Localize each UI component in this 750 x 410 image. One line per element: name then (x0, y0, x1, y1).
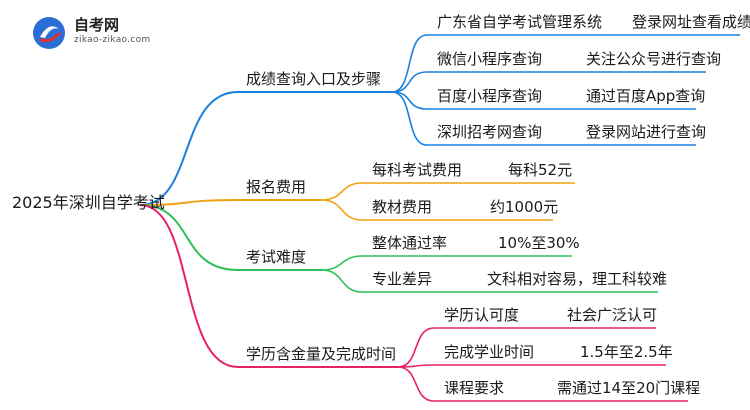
branch-connector (139, 199, 239, 206)
branch-exam-difficulty: 考试难度 (246, 248, 307, 266)
branch-connector (139, 204, 239, 271)
root-topic: 2025年深圳自学考试 (12, 193, 165, 212)
leaf-connector (321, 199, 363, 221)
leaf-connector (391, 91, 428, 110)
logo-icon (33, 17, 65, 49)
logo-name: 自考网 (74, 16, 120, 34)
leaf-connector (321, 182, 363, 201)
value-completion-time: 1.5年至2.5年 (580, 343, 673, 361)
leaf-connector (391, 91, 428, 146)
value-baidu-miniprogram: 通过百度App查询 (586, 87, 706, 105)
value-pass-rate: 10%至30% (498, 234, 580, 252)
logo-url: zikao-zikao.com (74, 35, 151, 45)
value-wechat-miniprogram: 关注公众号进行查询 (586, 50, 722, 68)
node-baidu-miniprogram: 百度小程序查询 (437, 87, 543, 105)
value-shenzhen-zhaokao: 登录网站进行查询 (586, 123, 707, 141)
leaf-connector (391, 71, 428, 93)
node-recognition: 学历认可度 (444, 306, 520, 324)
value-course-requirement: 需通过14至20门课程 (557, 379, 701, 397)
leaf-connector (397, 366, 435, 402)
leaf-connector (391, 34, 428, 93)
node-guangdong-system: 广东省自学考试管理系统 (437, 13, 603, 31)
branch-connector (139, 204, 239, 368)
node-major-difference: 专业差异 (372, 270, 433, 288)
leaf-connector (321, 269, 363, 293)
node-course-requirement: 课程要求 (444, 379, 505, 397)
value-recognition: 社会广泛认可 (567, 306, 658, 324)
node-wechat-miniprogram: 微信小程序查询 (437, 50, 543, 68)
node-exam-fee: 每科考试费用 (372, 161, 463, 179)
value-exam-fee: 每科52元 (508, 161, 573, 179)
value-major-difference: 文科相对容易，理工科较难 (487, 270, 668, 288)
node-textbook-fee: 教材费用 (372, 198, 433, 216)
node-shenzhen-zhaokao: 深圳招考网查询 (437, 123, 543, 141)
branch-degree-value: 学历含金量及完成时间 (246, 345, 397, 363)
leaf-connector (397, 327, 435, 368)
node-completion-time: 完成学业时间 (444, 343, 535, 361)
value-textbook-fee: 约1000元 (490, 198, 559, 216)
branch-connector (139, 91, 239, 206)
branch-registration-fee: 报名费用 (246, 178, 307, 196)
branch-score-query: 成绩查询入口及步骤 (246, 70, 382, 88)
site-logo[interactable]: 自考网 zikao-zikao.com (30, 12, 180, 56)
value-guangdong-system: 登录网址查看成绩 (632, 13, 750, 31)
node-pass-rate: 整体通过率 (372, 234, 448, 252)
leaf-connector (321, 255, 363, 271)
